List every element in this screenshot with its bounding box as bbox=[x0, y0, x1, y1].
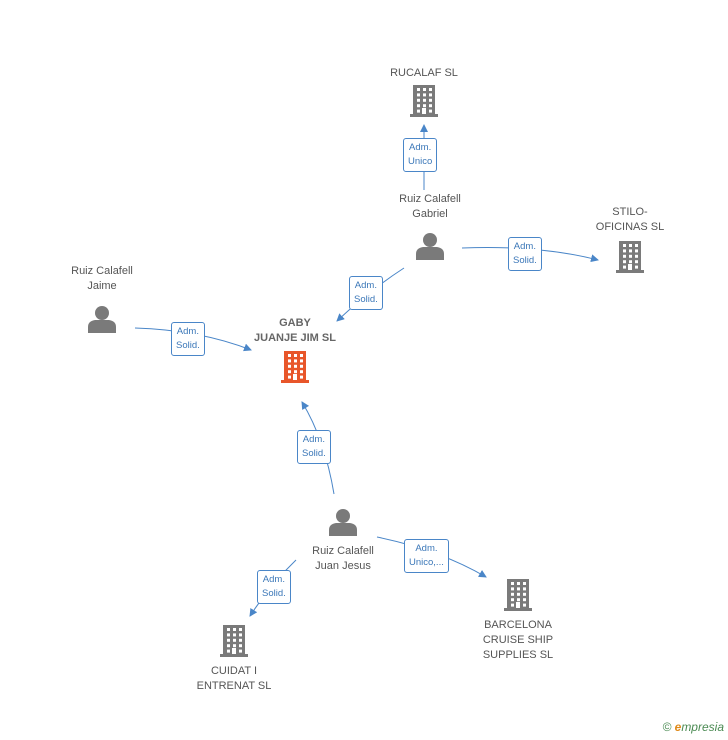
node-label-line: ENTRENAT SL bbox=[196, 680, 272, 692]
node-label-line: RUCALAF SL bbox=[390, 67, 458, 79]
role-badge-juanjesus-barcelona[interactable]: Adm. Unico,... bbox=[404, 539, 449, 573]
role-badge-line: Adm. bbox=[262, 574, 285, 585]
node-label-rucalaf[interactable]: RUCALAF SL bbox=[390, 66, 458, 81]
role-badge-line: Solid. bbox=[262, 588, 286, 599]
role-badge-line: Unico,... bbox=[409, 557, 444, 568]
building-icon-stilo[interactable] bbox=[616, 241, 644, 273]
role-badge-line: Solid. bbox=[354, 294, 378, 305]
node-label-line: BARCELONA bbox=[484, 619, 552, 631]
role-badge-gabriel-gaby[interactable]: Adm. Solid. bbox=[349, 276, 383, 310]
building-icon-barcelona[interactable] bbox=[504, 579, 532, 611]
role-badge-juanjesus-gaby[interactable]: Adm. Solid. bbox=[297, 430, 331, 464]
empresia-logo: © empresia bbox=[662, 720, 724, 734]
role-badge-line: Adm. bbox=[354, 280, 377, 291]
node-label-line: Ruiz Calafell bbox=[71, 265, 133, 277]
role-badge-line: Adm. bbox=[302, 434, 325, 445]
building-icon-rucalaf[interactable] bbox=[410, 85, 438, 117]
node-label-line: SUPPLIES SL bbox=[482, 649, 554, 661]
role-badge-gabriel-stilo[interactable]: Adm. Solid. bbox=[508, 237, 542, 271]
node-label-line: STILO- bbox=[612, 206, 648, 218]
role-badge-line: Adm. bbox=[513, 241, 536, 252]
node-label-cuidat[interactable]: CUIDAT I ENTRENAT SL bbox=[197, 664, 272, 694]
brand-text: mpresia bbox=[681, 720, 724, 734]
node-label-line: Gabriel bbox=[412, 208, 448, 220]
node-label-line: CRUISE SHIP bbox=[482, 634, 554, 646]
person-icon-gabriel[interactable] bbox=[416, 233, 444, 260]
role-badge-line: Unico bbox=[408, 156, 433, 167]
role-badge-line: Solid. bbox=[176, 340, 200, 351]
copyright-symbol: © bbox=[662, 720, 672, 734]
node-label-line: JUANJE JIM SL bbox=[254, 332, 336, 344]
building-icon-gaby[interactable] bbox=[281, 351, 309, 383]
role-badge-line: Adm. bbox=[409, 142, 432, 153]
node-label-gaby[interactable]: GABY JUANJE JIM SL bbox=[254, 316, 336, 346]
node-label-line: OFICINAS SL bbox=[595, 221, 665, 233]
node-label-barcelona[interactable]: BARCELONA CRUISE SHIP SUPPLIES SL bbox=[483, 618, 553, 663]
role-badge-line: Solid. bbox=[302, 448, 326, 459]
node-label-line: Ruiz Calafell bbox=[312, 545, 374, 557]
building-icon-cuidat[interactable] bbox=[220, 625, 248, 657]
person-icon-juanjesus[interactable] bbox=[329, 509, 357, 536]
role-badge-line: Adm. bbox=[415, 543, 438, 554]
node-label-line: GABY bbox=[279, 317, 311, 329]
brand-e: e bbox=[674, 720, 682, 734]
role-badge-line: Solid. bbox=[513, 255, 537, 266]
node-label-line: Juan Jesus bbox=[315, 560, 371, 572]
person-icon-jaime[interactable] bbox=[88, 306, 116, 333]
role-badge-line: Adm. bbox=[176, 326, 199, 337]
role-badge-jaime-gaby[interactable]: Adm. Solid. bbox=[171, 322, 205, 356]
node-label-line: Jaime bbox=[87, 280, 117, 292]
node-label-stilo[interactable]: STILO- OFICINAS SL bbox=[596, 205, 664, 235]
node-label-line: Ruiz Calafell bbox=[399, 193, 461, 205]
role-badge-gabriel-rucalaf[interactable]: Adm. Unico bbox=[403, 138, 438, 172]
role-badge-juanjesus-cuidat[interactable]: Adm. Solid. bbox=[257, 570, 291, 604]
node-label-line: CUIDAT I bbox=[210, 665, 258, 677]
